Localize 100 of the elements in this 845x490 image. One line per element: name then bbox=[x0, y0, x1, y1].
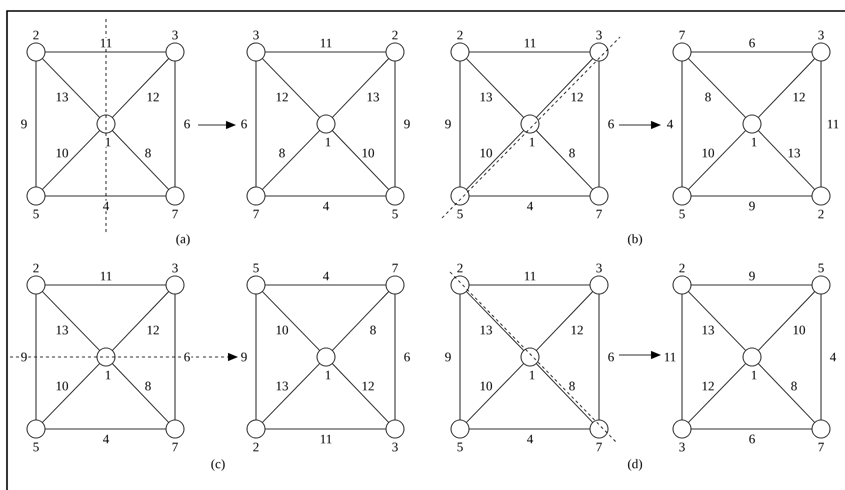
vertex-circle bbox=[450, 276, 470, 294]
vertex-circle bbox=[386, 420, 404, 438]
edge-label: 9 bbox=[749, 202, 755, 210]
vertex-label: 1 bbox=[530, 370, 534, 380]
edge-label: 9 bbox=[21, 120, 27, 128]
vertex-circle bbox=[520, 114, 540, 134]
edge-label: 13 bbox=[480, 326, 492, 334]
graph-edge bbox=[332, 363, 389, 423]
edge-label: 9 bbox=[749, 272, 755, 280]
graph-edge bbox=[265, 428, 386, 430]
vertex-label: 1 bbox=[530, 138, 534, 146]
vertex-label: 5 bbox=[34, 210, 39, 218]
graph-edge bbox=[42, 130, 100, 190]
vertex-circle bbox=[450, 186, 470, 206]
vertex-circle bbox=[450, 42, 470, 62]
graph-edge bbox=[332, 291, 389, 351]
edge-label: 10 bbox=[362, 148, 374, 158]
graph-edge bbox=[45, 428, 166, 430]
graph-edge bbox=[112, 291, 169, 351]
graph-edge bbox=[265, 284, 386, 286]
graph-edge bbox=[394, 61, 396, 187]
panel-label: (a) bbox=[176, 234, 190, 246]
vertex-circle bbox=[812, 420, 830, 438]
vertex-label: 2 bbox=[679, 264, 685, 272]
vertex-circle bbox=[246, 42, 266, 62]
edge-label: 11 bbox=[320, 38, 332, 48]
vertex-label: 3 bbox=[172, 264, 178, 272]
edge-label: 4 bbox=[103, 202, 110, 210]
edge-label: 12 bbox=[276, 92, 288, 102]
edge-label: 8 bbox=[569, 382, 575, 390]
graph-edge bbox=[688, 363, 746, 423]
edge-label: 13 bbox=[56, 92, 68, 102]
vertex-circle bbox=[590, 42, 608, 62]
edge-label: 11 bbox=[100, 38, 112, 48]
panel-label: (d) bbox=[628, 459, 642, 471]
vertex-circle bbox=[166, 276, 184, 294]
edge-label: 6 bbox=[608, 120, 614, 128]
edge-label: 11 bbox=[320, 434, 332, 444]
vertex-label: 1 bbox=[326, 138, 330, 146]
edge-label: 6 bbox=[241, 120, 247, 128]
graph-edge bbox=[688, 58, 746, 118]
graph-edge bbox=[42, 363, 100, 423]
edge-label: 6 bbox=[404, 352, 410, 362]
vertex-circle bbox=[26, 420, 46, 438]
edge-label: 13 bbox=[788, 148, 800, 158]
edge-label: 13 bbox=[702, 326, 714, 334]
vertex-circle bbox=[246, 420, 266, 438]
graph-edge bbox=[536, 130, 593, 190]
vertex-label: 2 bbox=[818, 210, 824, 218]
vertex-label: 7 bbox=[172, 210, 178, 218]
vertex-circle bbox=[386, 42, 404, 62]
vertex-circle bbox=[166, 420, 184, 438]
edge-label: 12 bbox=[148, 326, 159, 334]
vertex-label: 7 bbox=[596, 210, 602, 218]
graph-edge bbox=[112, 363, 169, 423]
vertex-circle bbox=[590, 276, 608, 294]
edge-label: 9 bbox=[445, 120, 451, 128]
vertex-circle bbox=[386, 186, 404, 206]
graph-edge bbox=[758, 58, 815, 118]
edge-label: 12 bbox=[148, 92, 159, 102]
vertex-label: 7 bbox=[818, 442, 824, 452]
graph-edge bbox=[42, 58, 100, 118]
vertex-circle bbox=[246, 276, 266, 294]
graph-edge bbox=[536, 58, 593, 118]
graph-edge bbox=[42, 291, 100, 351]
edge-label: 4 bbox=[527, 202, 534, 210]
vertex-label: 7 bbox=[392, 264, 398, 272]
edge-label: 6 bbox=[184, 352, 190, 362]
edge-label: 8 bbox=[569, 148, 575, 158]
edge-label: 11 bbox=[524, 272, 536, 280]
edge-label: 13 bbox=[368, 92, 379, 102]
edge-label: 6 bbox=[608, 352, 614, 362]
edge-label: 11 bbox=[828, 120, 838, 128]
edge-label: 11 bbox=[524, 38, 536, 48]
edge-label: 10 bbox=[276, 326, 288, 334]
vertex-circle bbox=[742, 114, 762, 134]
vertex-label: 5 bbox=[392, 210, 398, 218]
vertex-label: 3 bbox=[172, 30, 178, 40]
vertex-circle bbox=[96, 114, 116, 134]
graph-edge bbox=[758, 130, 815, 190]
panel-label: (c) bbox=[211, 459, 225, 471]
edge-label: 11 bbox=[664, 352, 676, 362]
graph-edge bbox=[45, 284, 166, 286]
edge-label: 4 bbox=[103, 434, 110, 444]
graph-edge bbox=[688, 291, 746, 351]
vertex-label: 2 bbox=[253, 442, 259, 452]
vertex-label: 3 bbox=[253, 30, 259, 40]
vertex-label: 3 bbox=[596, 30, 602, 40]
vertex-label: 5 bbox=[680, 210, 685, 218]
vertex-circle bbox=[450, 420, 470, 438]
edge-label: 12 bbox=[794, 92, 805, 102]
edge-label: 8 bbox=[279, 148, 285, 158]
vertex-circle bbox=[166, 186, 184, 206]
edge-label: 4 bbox=[527, 434, 534, 444]
vertex-label: 7 bbox=[254, 210, 259, 218]
vertex-circle bbox=[672, 42, 692, 62]
edge-label: 13 bbox=[480, 92, 492, 102]
vertex-label: 3 bbox=[679, 442, 685, 452]
vertex-circle bbox=[26, 276, 46, 294]
vertex-label: 5 bbox=[254, 264, 259, 272]
